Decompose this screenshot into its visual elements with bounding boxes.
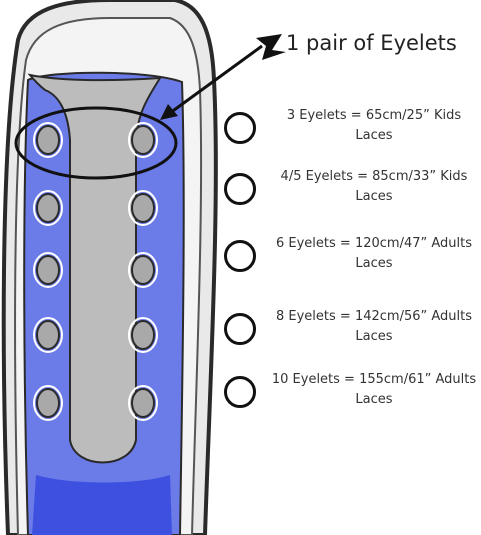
callout-title: 1 pair of Eyelets [286, 31, 457, 55]
legend-circle-icon [224, 376, 256, 408]
eyelets-left [36, 125, 60, 418]
legend-text: 3 Eyelets = 65cm/25” Kids Laces [264, 106, 481, 146]
legend-item: 4/5 Eyelets = 85cm/33” Kids Laces [220, 165, 481, 215]
legend-circle-icon [224, 313, 256, 345]
eyelet [36, 255, 60, 285]
legend-line: 10 Eyelets = 155cm/61” Adults [271, 372, 477, 387]
eyelets-right [131, 125, 155, 418]
eyelet [131, 388, 155, 418]
legend-line: Laces [355, 128, 393, 143]
eyelet-rims-left [33, 122, 63, 421]
shoe-tongue [27, 73, 162, 464]
callout-arrowhead [160, 104, 178, 120]
legend-line: 6 Eyelets = 120cm/47” Adults [276, 236, 472, 251]
eyelet [36, 125, 60, 155]
eyelet [36, 320, 60, 350]
legend-line: 8 Eyelets = 142cm/56” Adults [276, 309, 472, 324]
eyelet [36, 388, 60, 418]
eyelet-rims-right [128, 122, 158, 421]
legend-item: 8 Eyelets = 142cm/56” Adults Laces [220, 305, 481, 355]
legend-item: 10 Eyelets = 155cm/61” Adults Laces [220, 368, 481, 418]
legend-line: 4/5 Eyelets = 85cm/33” Kids [280, 169, 468, 184]
legend-text: 8 Eyelets = 142cm/56” Adults Laces [264, 307, 481, 347]
legend-item: 6 Eyelets = 120cm/47” Adults Laces [220, 232, 481, 282]
shoe-toe [32, 475, 172, 535]
legend-circle-icon [224, 240, 256, 272]
callout-arrow-line [169, 44, 263, 115]
eyelet [131, 320, 155, 350]
legend-circle-icon [224, 173, 256, 205]
legend-text: 10 Eyelets = 155cm/61” Adults Laces [264, 370, 481, 410]
legend-line: Laces [355, 256, 393, 271]
legend-text: 4/5 Eyelets = 85cm/33” Kids Laces [264, 167, 481, 207]
eyelet [36, 193, 60, 223]
eyelet [131, 255, 155, 285]
legend-line: Laces [355, 189, 393, 204]
eyelet-pair-highlight [14, 106, 178, 180]
legend-item: 3 Eyelets = 65cm/25” Kids Laces [220, 104, 481, 154]
legend-circle-icon [224, 112, 256, 144]
legend-line: Laces [355, 329, 393, 344]
eyelet [131, 193, 155, 223]
legend-line: 3 Eyelets = 65cm/25” Kids [286, 108, 462, 123]
legend-text: 6 Eyelets = 120cm/47” Adults Laces [264, 234, 481, 274]
legend-line: Laces [355, 392, 393, 407]
eyelet [131, 125, 155, 155]
callout-arrow-fletching [256, 34, 286, 60]
